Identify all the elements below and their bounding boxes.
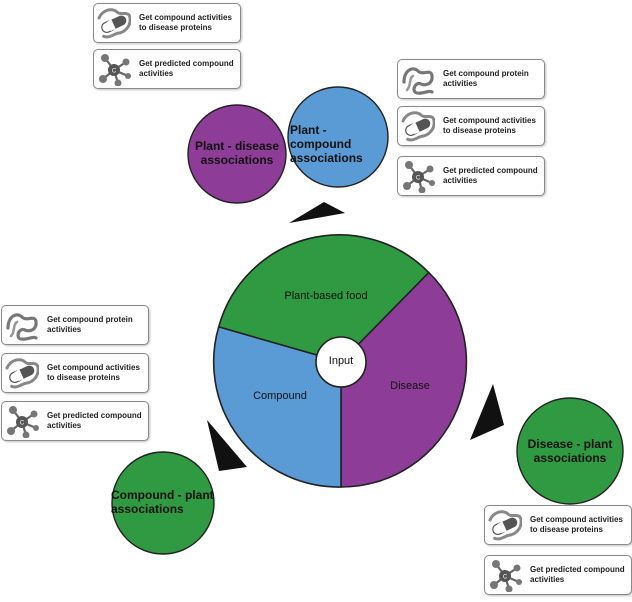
card-label: Get compound activities to disease prote… xyxy=(139,13,232,32)
circle-plant-disease[interactable] xyxy=(187,104,287,204)
protein-chain-icon xyxy=(6,313,38,341)
action-card-compound-activities-disease[interactable]: Get compound activities to disease prote… xyxy=(1,353,149,393)
molecule-icon xyxy=(488,558,522,592)
segment-label-plant-based-food: Plant-based food xyxy=(284,290,368,302)
card-label: Get compound activities to disease prote… xyxy=(443,116,536,135)
segment-compound[interactable] xyxy=(212,325,342,488)
label-compound-plant: Compound - plant associations xyxy=(111,488,214,516)
protein-chain-icon xyxy=(402,67,434,95)
label-disease-plant: Disease - plant associations xyxy=(527,437,613,465)
card-label: Get compound activities to disease prote… xyxy=(47,363,140,382)
card-label: Get compound protein activities xyxy=(443,69,529,88)
capsule-protein-icon xyxy=(401,111,435,142)
segment-label-compound: Compound xyxy=(253,390,307,402)
card-label: Get predicted compound activities xyxy=(443,166,538,185)
label-plant-disease: Plant - disease associations xyxy=(194,139,280,167)
capsule-protein-icon xyxy=(97,8,131,39)
card-label: Get compound protein activities xyxy=(47,315,133,334)
capsule-protein-icon xyxy=(488,510,522,541)
arrow-to-compound-plant xyxy=(207,420,247,471)
card-label: Get compound activities to disease prote… xyxy=(530,515,623,534)
action-card-compound-protein-activities[interactable]: Get compound protein activities xyxy=(397,59,545,99)
action-card-compound-activities-disease[interactable]: Get compound activities to disease prote… xyxy=(93,3,241,43)
segment-disease[interactable] xyxy=(340,271,468,488)
input-label: Input xyxy=(328,355,354,367)
card-label: Get predicted compound activities xyxy=(139,59,234,78)
arrow-to-disease-plant xyxy=(470,384,504,440)
input-wheel xyxy=(212,234,468,488)
action-card-predicted-activities[interactable]: Get predicted compound activities xyxy=(484,555,632,595)
segment-plant-based-food[interactable] xyxy=(217,234,430,363)
molecule-icon xyxy=(97,52,131,86)
segment-label-disease: Disease xyxy=(390,380,430,392)
action-card-compound-protein-activities[interactable]: Get compound protein activities xyxy=(1,305,149,345)
input-center-circle[interactable] xyxy=(315,336,367,388)
action-card-predicted-activities[interactable]: Get predicted compound activities xyxy=(93,49,241,89)
circle-compound-plant[interactable] xyxy=(111,451,215,555)
action-card-compound-activities-disease[interactable]: Get compound activities to disease prote… xyxy=(484,505,632,545)
card-label: Get predicted compound activities xyxy=(530,565,625,584)
molecule-icon xyxy=(5,404,39,438)
action-card-compound-activities-disease[interactable]: Get compound activities to disease prote… xyxy=(397,106,545,146)
action-card-predicted-activities[interactable]: Get predicted compound activities xyxy=(397,156,545,196)
molecule-icon xyxy=(401,159,435,193)
circle-disease-plant[interactable] xyxy=(516,397,624,505)
label-plant-compound: Plant - compound associations xyxy=(290,123,363,165)
card-label: Get predicted compound activities xyxy=(47,411,142,430)
arrow-to-plant-associations xyxy=(289,202,345,223)
circle-plant-compound[interactable] xyxy=(287,86,389,188)
capsule-protein-icon xyxy=(5,358,39,389)
action-card-predicted-activities[interactable]: Get predicted compound activities xyxy=(1,401,149,441)
